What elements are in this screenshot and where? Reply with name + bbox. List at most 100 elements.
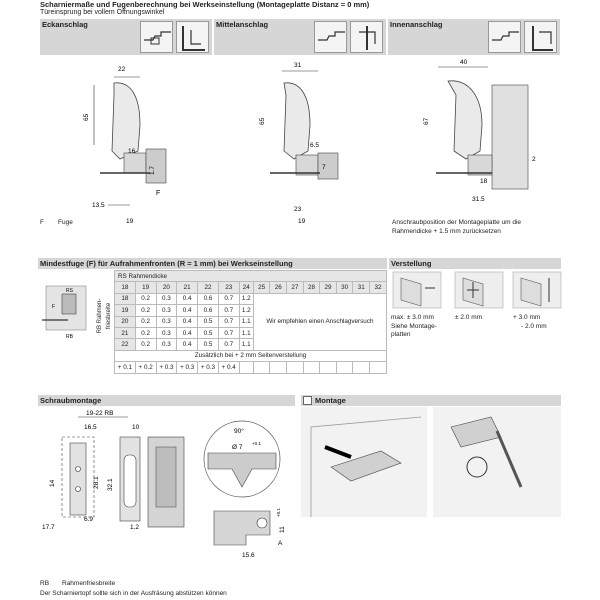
dim-22: 22 [118, 66, 126, 73]
table-cell: 0.4 [176, 304, 199, 317]
rb-row-header: 21 [114, 326, 136, 340]
table-cell: 1.1 [238, 315, 254, 328]
dim-90-deg: 90° [234, 427, 244, 435]
table-cell: 1.1 [238, 338, 254, 351]
additional-value: + 0.3 [176, 361, 199, 374]
table-cell: 0.3 [155, 292, 178, 306]
eckanschlag-drawing: 22 65 16 1.7 F 13.5 19 [83, 66, 167, 225]
dim-11: 11 [279, 526, 286, 533]
rs-column-header: 25 [252, 281, 271, 294]
rb-row-header: 19 [114, 304, 136, 317]
table-cell: 0.4 [176, 338, 199, 351]
dim-dia-7: Ø 7 [232, 444, 243, 451]
rs-column-header: 26 [269, 281, 288, 294]
dim-31: 31 [294, 62, 302, 69]
table-cell: 0.2 [134, 326, 157, 340]
dim-15-6: 15.6 [242, 552, 255, 559]
table-cell: 0.3 [155, 304, 178, 317]
rs-column-header: 20 [155, 281, 178, 294]
dim-tol-2: +0.1 [276, 508, 281, 517]
dim-65-m: 65 [259, 117, 266, 125]
table-cell: 0.7 [217, 304, 240, 317]
panel-eckanschlag: Eckanschlag 22 65 16 1.7 F 13.5 19 [40, 19, 212, 231]
rs-column-header: 30 [335, 281, 354, 294]
rs-header: RS Rahmendicke [114, 269, 387, 283]
dim-16-5: 16.5 [84, 424, 97, 431]
footer-rb-key: RB [40, 580, 50, 587]
empty-cell [352, 361, 371, 374]
diagram-rs: RS [66, 288, 74, 294]
table-cell: 0.3 [155, 315, 178, 328]
table-cell: 0.2 [134, 338, 157, 351]
table-cell: 0.4 [176, 315, 199, 328]
innenanschlag-title: Innenanschlag [390, 20, 443, 29]
dim-31-5: 31.5 [472, 196, 485, 203]
panel-innenanschlag: Innenanschlag 40 67 2 18 31.5 Anschraubp… [388, 19, 560, 235]
rs-column-header: 27 [286, 281, 304, 294]
table-cell: 0.7 [217, 338, 240, 351]
empty-cell [252, 361, 271, 374]
empty-cell [269, 361, 288, 374]
eckanschlag-title: Eckanschlag [42, 20, 88, 29]
corner-mount-icon [176, 21, 209, 53]
innen-note: Anschraubposition der Montageplatte um d… [392, 219, 521, 235]
dim-14: 14 [49, 479, 56, 487]
table-cell: 0.2 [134, 315, 157, 328]
page-subtitle: Türeinsprung bei vollem Öffnungswinkel [40, 9, 165, 16]
dim-tol-1: +0.1 [252, 441, 261, 446]
dim-28-1: 28.1 [93, 476, 100, 489]
verstellung-title: Verstellung [389, 258, 561, 269]
footer-note: Der Scharniertopf sollte sich in der Aus… [40, 590, 227, 597]
rb-row-header: 22 [114, 338, 136, 351]
recommend-note: Wir empfehlen einen Anschlagversuch [252, 292, 388, 351]
montage-title: Montage [315, 396, 346, 405]
table-cell: 0.4 [176, 292, 199, 306]
dim-10: 10 [132, 424, 140, 431]
empty-cell [335, 361, 354, 374]
montage-icon [303, 396, 312, 405]
hinge-open-icon [140, 21, 173, 53]
dim-23: 23 [294, 206, 302, 213]
dim-13-5: 13.5 [92, 202, 105, 209]
hinge-half-icon [314, 21, 347, 53]
rs-column-header: 31 [352, 281, 371, 294]
dim-2: 2 [532, 156, 536, 163]
label-a: A [278, 540, 283, 547]
adjust-height-icon [512, 271, 562, 309]
additional-value: + 0.3 [197, 361, 219, 374]
dim-67: 67 [423, 117, 430, 125]
mindestfuge-title: Mindestfuge (F) für Aufrahmenfronten (R … [38, 258, 387, 269]
dim-19-m: 19 [298, 218, 306, 225]
table-cell: 0.3 [155, 326, 178, 340]
table-cell: 0.2 [134, 304, 157, 317]
table-cell: 1.1 [238, 326, 254, 340]
table-cell: 0.5 [197, 315, 219, 328]
empty-cell [319, 361, 337, 374]
dim-6-9: 6.9 [84, 516, 93, 523]
panel-mittelanschlag: Mittelanschlag 31 65 6.5 7 23 19 [214, 19, 386, 231]
table-cell: 0.3 [155, 338, 178, 351]
table-cell: 0.4 [176, 326, 199, 340]
mindestfuge-diagram: RS F RB [42, 285, 87, 340]
table-cell: 0.2 [134, 292, 157, 306]
footer-rb-value: Rahmenfriesbreite [62, 580, 116, 587]
middle-mount-icon [350, 21, 383, 53]
table-cell: 0.7 [217, 315, 240, 328]
empty-cell [238, 361, 254, 374]
empty-cell [302, 361, 321, 374]
rs-column-header: 19 [134, 281, 157, 294]
adjust-depth-icon [454, 271, 504, 309]
table-cell: 0.6 [197, 304, 219, 317]
rb-row-header: 18 [114, 292, 136, 306]
verstellung-item-1: max. ± 3.0 mm [391, 314, 434, 321]
table-cell: 1.2 [238, 292, 254, 306]
diagram-f: F [52, 304, 55, 310]
table-cell: 0.7 [217, 292, 240, 306]
dim-65: 65 [83, 113, 90, 121]
rs-column-header: 29 [319, 281, 337, 294]
